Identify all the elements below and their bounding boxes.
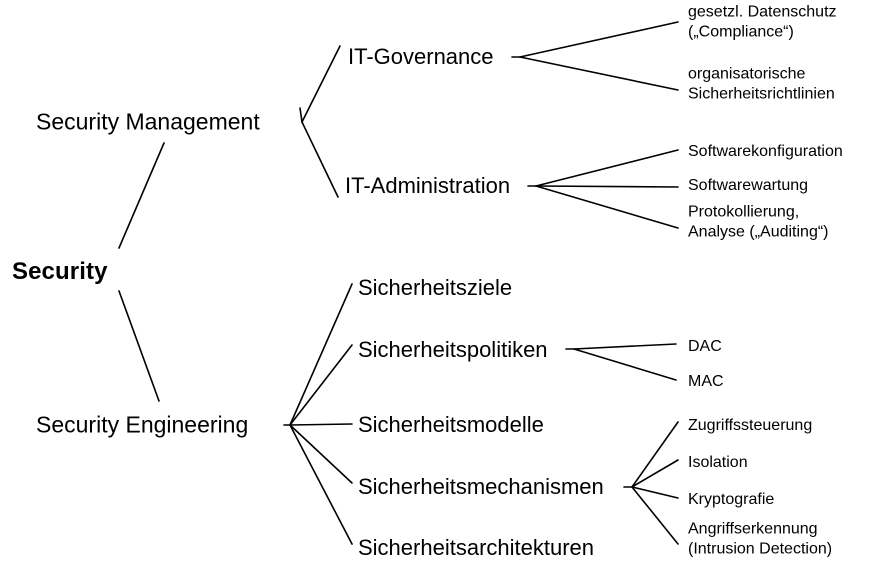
node-it-governance: IT-Governance <box>348 44 494 70</box>
edge-fan-sm-to-it-administration <box>301 121 339 198</box>
leaf-softwarewartung: Softwarewartung <box>688 176 808 196</box>
node-security-engineering: Security Engineering <box>36 411 249 438</box>
edge-fan-adm-to-softwarewartung <box>535 185 679 188</box>
node-security-management: Security Management <box>36 108 260 135</box>
edge-fan-pol-to-mac <box>573 348 677 381</box>
edge-fan-gov-to-gesetzl-datenschutz <box>519 21 679 58</box>
edge-fan-mech-to-isolation <box>631 459 679 488</box>
leaf-mac: MAC <box>688 372 724 392</box>
leaf-line-1: Isolation <box>688 454 748 472</box>
edge-fan-se-to-sicherheitsmodelle <box>289 423 353 426</box>
edge-security-to-security-management <box>118 142 165 249</box>
edge-fan-se-to-sicherheitsmechanismen <box>289 424 353 484</box>
node-sicherheitsziele: Sicherheitsziele <box>358 275 513 301</box>
node-sicherheitsmechanismen: Sicherheitsmechanismen <box>358 474 604 500</box>
leaf-line-2: (Intrusion Detection) <box>688 540 833 557</box>
leaf-line-1: organisatorische <box>688 65 806 83</box>
leaf-line-1: Softwarekonfiguration <box>688 143 843 161</box>
node-it-administration: IT-Administration <box>345 173 511 199</box>
leaf-softwarekonfiguration: Softwarekonfiguration <box>688 142 843 162</box>
edge-fan-gov-to-organisatorische-sicherheitsrichtlinien <box>519 56 679 91</box>
leaf-line-1: Angriffserkennung <box>688 520 818 538</box>
node-sicherheitsmodelle: Sicherheitsmodelle <box>358 412 544 438</box>
leaf-kryptografie: Kryptografie <box>688 490 774 510</box>
edge-security-management-to-fan-sm <box>299 107 303 123</box>
leaf-line-2: Sicherheitsrichtlinien <box>688 85 835 102</box>
leaf-line-1: DAC <box>688 338 722 356</box>
edge-fan-mech-to-zugriffssteuerung <box>631 421 679 488</box>
node-root-security: Security <box>12 257 108 285</box>
node-sicherheitsarchitekturen: Sicherheitsarchitekturen <box>358 535 595 561</box>
leaf-protokollierung-analyse: Protokollierung, Analyse („Auditing“) <box>688 202 829 241</box>
edge-fan-mech-to-kryptografie <box>631 486 679 499</box>
leaf-dac: DAC <box>688 337 722 357</box>
leaf-line-1: Zugriffssteuerung <box>688 417 813 435</box>
edge-fan-adm-to-protokollierung-analyse <box>535 185 679 229</box>
edge-fan-se-to-sicherheitsarchitekturen <box>289 424 353 545</box>
edge-fan-adm-to-softwarekonfiguration <box>535 149 679 187</box>
leaf-line-1: Protokollierung, <box>688 203 800 221</box>
leaf-line-1: gesetzl. Datenschutz <box>688 3 837 21</box>
leaf-gesetzl-datenschutz: gesetzl. Datenschutz („Compliance“) <box>688 2 837 41</box>
edge-fan-se-to-sicherheitsziele <box>289 283 353 426</box>
edge-security-to-security-engineering <box>118 290 160 402</box>
leaf-angriffserkennung: Angriffserkennung (Intrusion Detection) <box>688 519 832 558</box>
leaf-zugriffssteuerung: Zugriffssteuerung <box>688 416 812 436</box>
leaf-line-2: („Compliance“) <box>688 23 794 40</box>
node-sicherheitspolitiken: Sicherheitspolitiken <box>358 337 548 363</box>
edge-fan-pol-to-dac <box>573 343 677 350</box>
leaf-isolation: Isolation <box>688 453 748 473</box>
edge-fan-se-to-sicherheitspolitiken <box>289 344 353 426</box>
edge-fan-mech-to-angriffserkennung <box>631 486 679 545</box>
leaf-line-1: Kryptografie <box>688 491 775 509</box>
leaf-line-2: Analyse („Auditing“) <box>688 223 829 240</box>
leaf-line-1: Softwarewartung <box>688 177 809 195</box>
leaf-line-1: MAC <box>688 373 724 391</box>
edge-fan-sm-to-it-governance <box>301 45 341 123</box>
